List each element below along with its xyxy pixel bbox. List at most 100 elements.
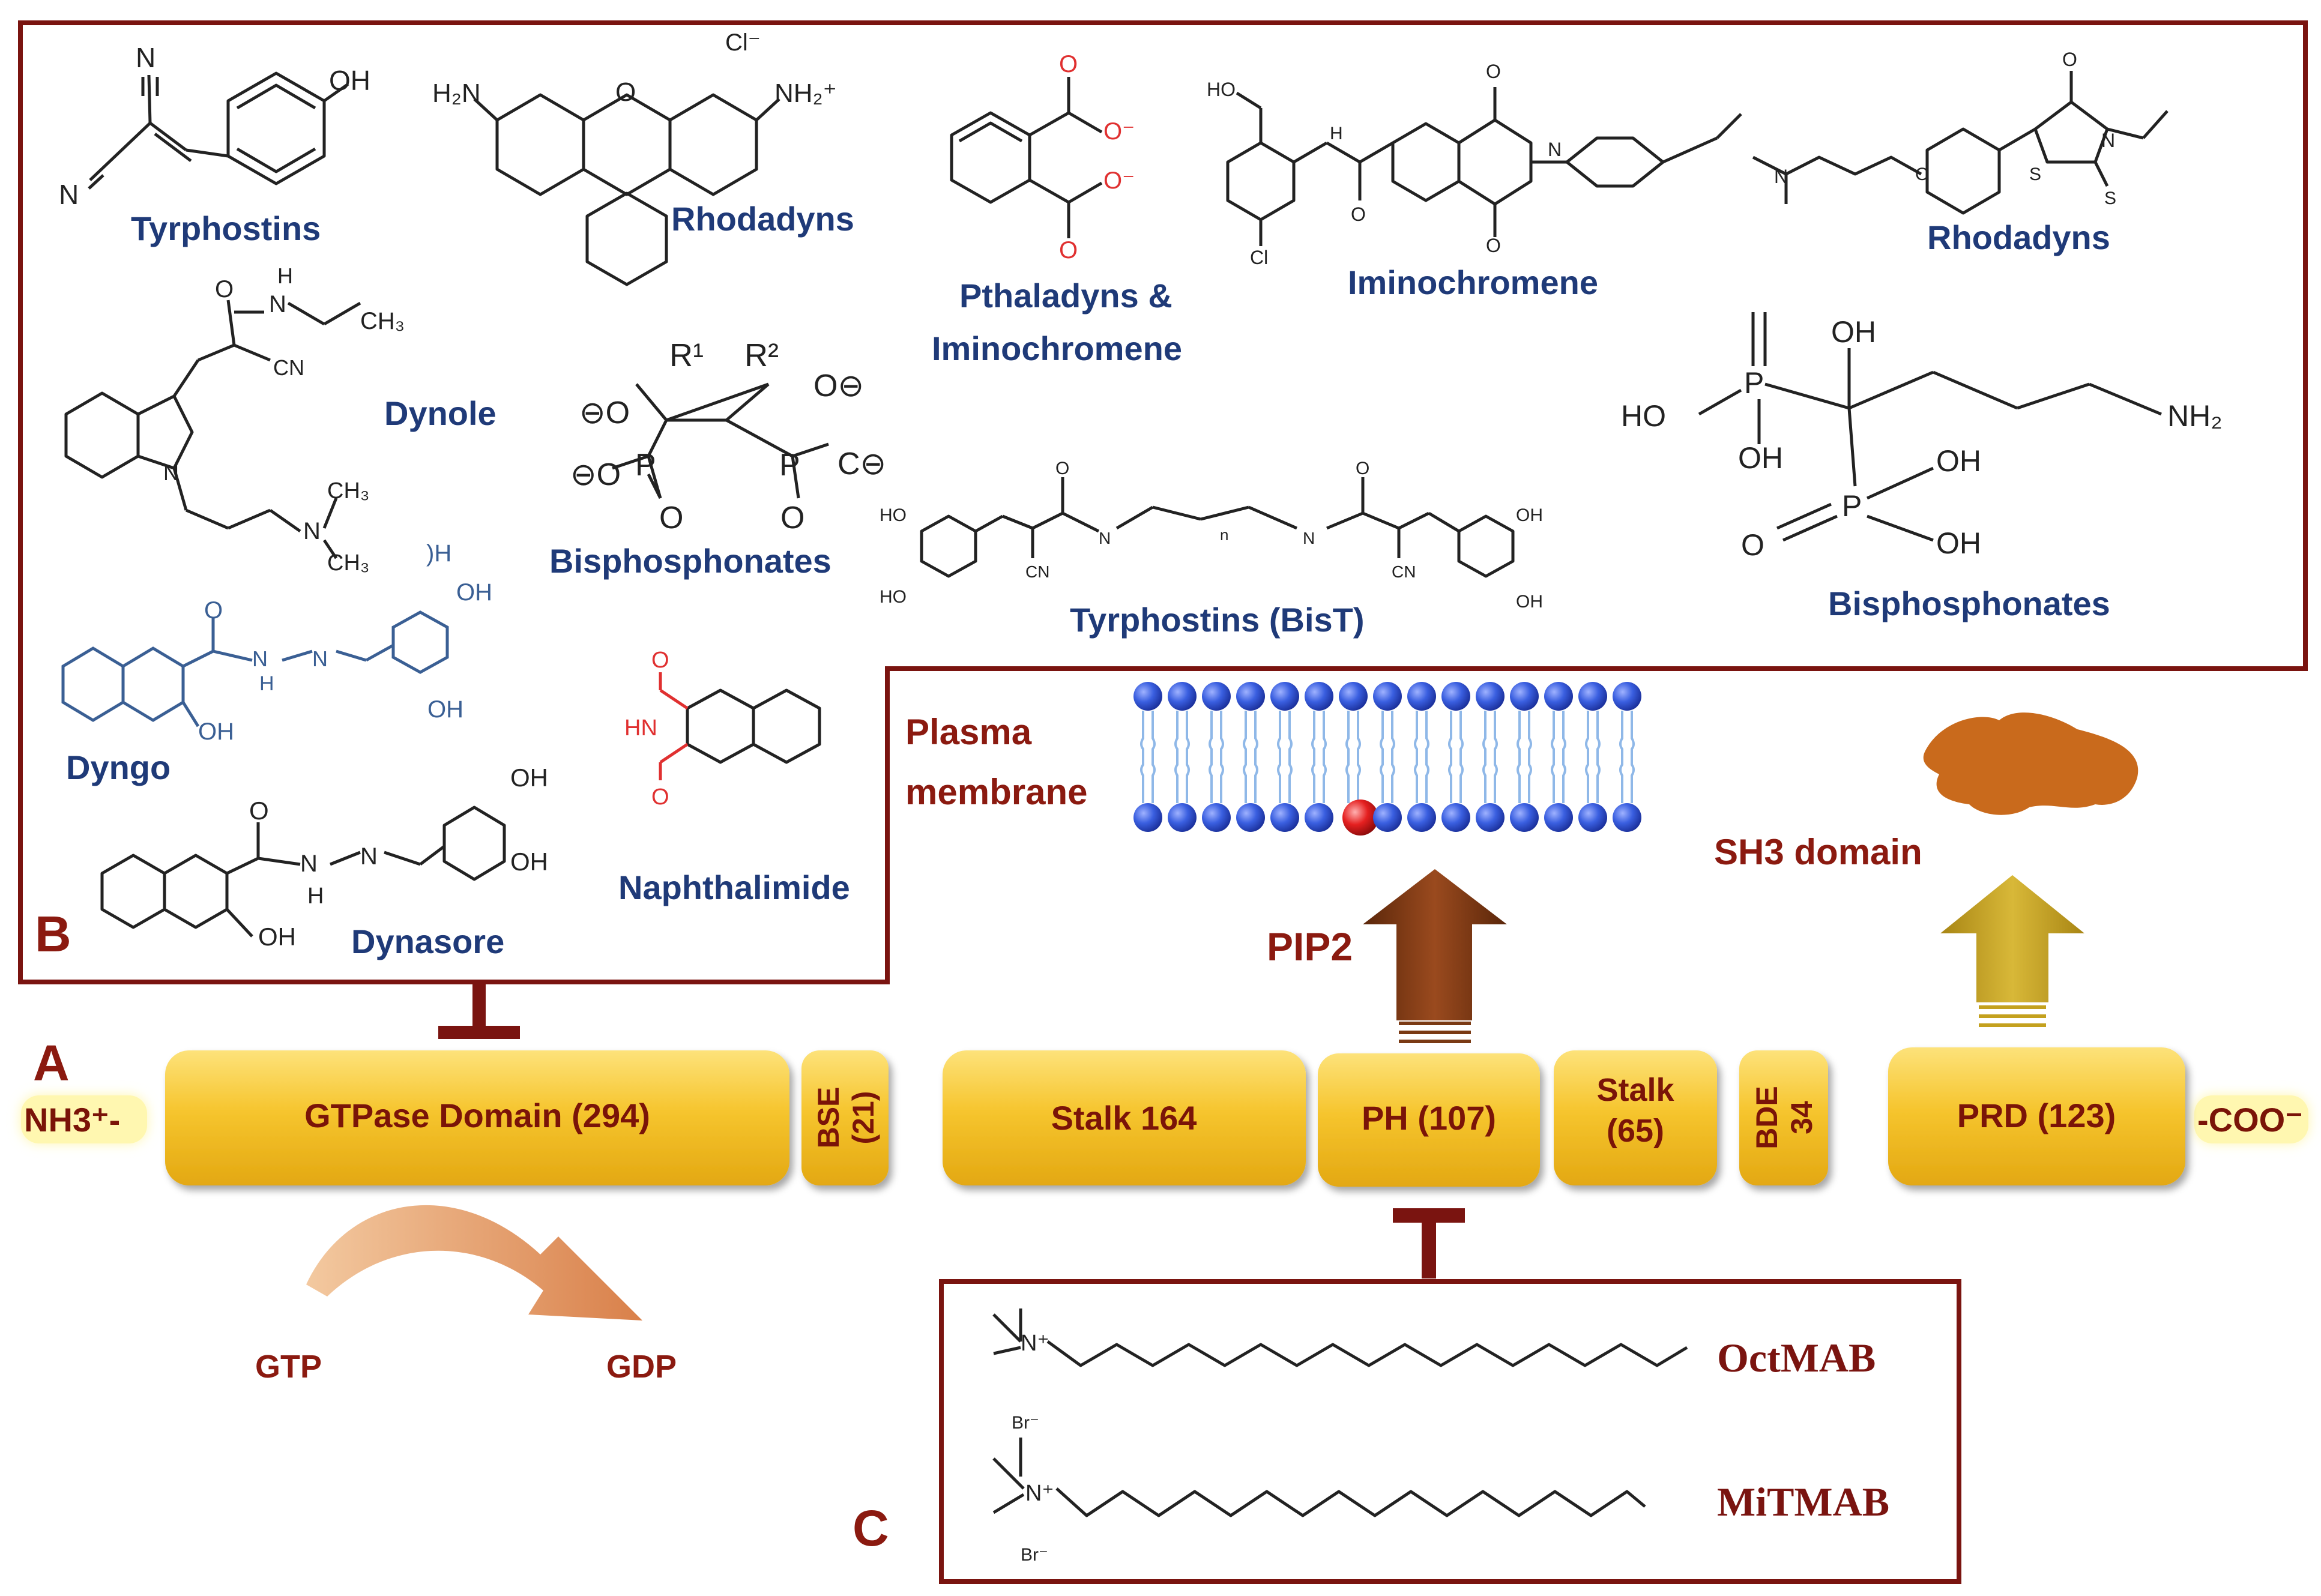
svg-text:Br⁻: Br⁻ — [1012, 1413, 1039, 1433]
lipid-tail — [1517, 711, 1532, 803]
lipid-head-inner — [1407, 803, 1436, 832]
svg-text:)H: )H — [426, 540, 451, 567]
gtp-label: GTP — [255, 1349, 322, 1385]
label-tyrphostins-bist: Tyrphostins (BisT) — [1070, 601, 1365, 639]
structure-tyrphostin: N N OH — [59, 42, 370, 210]
svg-text:N: N — [1303, 529, 1315, 547]
lipid-head-outer — [1476, 682, 1505, 711]
domain-bde: BDE34 — [1739, 1050, 1828, 1185]
svg-text:N: N — [2101, 130, 2115, 151]
lipid-head-inner — [1476, 803, 1505, 832]
lipid-head-outer — [1270, 682, 1299, 711]
svg-text:OH: OH — [510, 848, 548, 876]
label-iminochromene: Iminochromene — [1348, 263, 1598, 301]
panel-b-letter: B — [35, 906, 71, 962]
pip2-head — [1342, 800, 1378, 836]
lipid-head-inner — [1373, 803, 1402, 832]
lipid-head-outer — [1441, 682, 1470, 711]
svg-text:O: O — [1055, 459, 1069, 478]
lipid-head-inner — [1202, 803, 1231, 832]
sh3-domain-blob — [1923, 712, 2138, 815]
lipid-head-inner — [1578, 803, 1607, 832]
domain-stalk-164: Stalk 164 — [943, 1050, 1306, 1185]
svg-text:NH₂⁺: NH₂⁺ — [774, 79, 837, 108]
structure-bisphosphonate-left: R¹ R² ⊖O O⊖ P P ⊖O C⊖ O O — [570, 337, 886, 535]
svg-text:R²: R² — [744, 337, 779, 373]
label-octmab: OctMAB — [1717, 1335, 1876, 1381]
lipid-tail — [1585, 711, 1601, 803]
svg-text:N: N — [1099, 529, 1111, 547]
svg-text:N: N — [252, 646, 268, 671]
label-mitmab: MiTMAB — [1717, 1479, 1889, 1525]
svg-text:Cl: Cl — [1250, 247, 1268, 268]
svg-text:O: O — [615, 77, 636, 107]
lipid-head-outer — [1236, 682, 1265, 711]
domain-prd: PRD (123) — [1888, 1047, 2185, 1185]
label-bisphosphonates-left: Bisphosphonates — [549, 542, 832, 580]
structure-tyrphostin-bist: HO HO CN O N n N O CN OH OH — [880, 459, 1543, 612]
svg-text:O: O — [204, 597, 223, 624]
svg-text:OH: OH — [427, 696, 463, 723]
label-dynasore: Dynasore — [351, 923, 504, 960]
inhibition-bar-b — [438, 984, 520, 1039]
lipid-tail — [1448, 711, 1464, 803]
svg-text:CH₃: CH₃ — [327, 478, 369, 504]
svg-text:HO: HO — [880, 587, 907, 607]
n-terminus-label: NH3⁺- — [24, 1101, 120, 1139]
inhibition-bar-c — [1393, 1208, 1465, 1278]
svg-text:P: P — [1842, 489, 1862, 523]
svg-text:H: H — [277, 263, 293, 288]
structure-octmab: N⁺ — [992, 1308, 1688, 1367]
label-pthaladyns-iminochromene: Iminochromene — [932, 330, 1182, 367]
domain-ph: PH (107) — [1318, 1053, 1540, 1187]
lipid-head-outer — [1613, 682, 1641, 711]
membrane-label-line2: membrane — [905, 772, 1087, 812]
c-terminus-label: -COO⁻ — [2197, 1101, 2303, 1139]
svg-text:N: N — [136, 42, 155, 73]
pip2-label: PIP2 — [1267, 924, 1353, 969]
svg-text:N: N — [303, 518, 321, 544]
svg-text:OH: OH — [510, 763, 548, 792]
lipid-tail — [1311, 711, 1327, 803]
lipid-tail — [1414, 711, 1429, 803]
structure-dynole: O N H CH₃ CN N N CH₃ CH₃ — [64, 263, 405, 576]
svg-text:P: P — [779, 448, 800, 483]
svg-text:OH: OH — [1831, 315, 1876, 349]
structure-mitmab: N⁺ Br⁻ Br⁻ — [992, 1413, 1646, 1565]
svg-text:O: O — [651, 784, 669, 810]
svg-text:N⁺: N⁺ — [1021, 1331, 1049, 1356]
gtp-gdp-arrow — [306, 1205, 642, 1320]
svg-text:CH₃: CH₃ — [327, 550, 369, 576]
domain-prd-label: PRD (123) — [1957, 1097, 2116, 1134]
svg-text:P: P — [635, 448, 656, 483]
svg-text:O: O — [1059, 51, 1078, 77]
svg-text:Cl⁻: Cl⁻ — [725, 29, 761, 56]
domain-gtpase-label: GTPase Domain (294) — [304, 1097, 650, 1134]
c-terminus: -COO⁻ — [2194, 1095, 2308, 1143]
lipid-head-inner — [1168, 803, 1197, 832]
svg-text:OH: OH — [198, 718, 234, 745]
svg-text:O⁻: O⁻ — [1103, 167, 1135, 194]
lipid-head-outer — [1202, 682, 1231, 711]
lipid-head-outer — [1133, 682, 1162, 711]
lipid-head-outer — [1339, 682, 1368, 711]
domain-bse-label: BSE(21) — [812, 1087, 880, 1149]
svg-text:NH₂: NH₂ — [2167, 399, 2223, 433]
domain-stalk-65: Stalk(65) — [1554, 1050, 1717, 1185]
svg-text:O: O — [1059, 237, 1078, 263]
sh3-label: SH3 domain — [1714, 832, 1922, 872]
svg-text:O: O — [659, 501, 683, 535]
svg-text:OH: OH — [1738, 441, 1783, 475]
svg-text:O: O — [249, 796, 269, 825]
lipid-tail — [1551, 711, 1566, 803]
svg-text:O: O — [1741, 528, 1764, 562]
svg-text:P: P — [1744, 366, 1764, 400]
svg-text:H: H — [1330, 124, 1343, 143]
sh3-arrow — [1940, 875, 2084, 1027]
svg-text:OH: OH — [1936, 526, 1981, 560]
svg-text:HO: HO — [1207, 79, 1236, 100]
svg-text:R¹: R¹ — [669, 337, 704, 373]
label-rhodadyns-left: Rhodadyns — [671, 200, 854, 238]
lipid-head-outer — [1544, 682, 1573, 711]
